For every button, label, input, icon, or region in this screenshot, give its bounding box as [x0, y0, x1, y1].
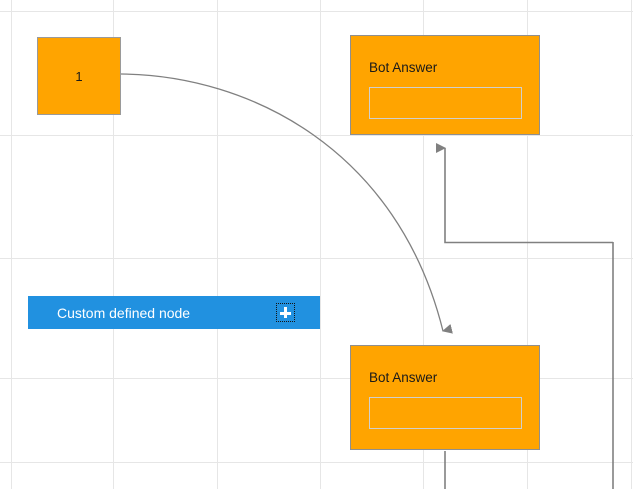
- node-bot-answer-top-slot[interactable]: [369, 87, 522, 119]
- node-bot-answer-top-title: Bot Answer: [369, 60, 438, 75]
- node-start[interactable]: 1: [37, 37, 121, 115]
- node-bot-answer-bottom-slot[interactable]: [369, 397, 522, 429]
- node-start-label: 1: [75, 68, 83, 84]
- node-bot-answer-bottom[interactable]: Bot Answer: [350, 345, 540, 450]
- node-custom-defined[interactable]: Custom defined node: [28, 296, 320, 329]
- plus-icon[interactable]: [276, 303, 295, 322]
- plus-icon-vertical-bar: [284, 307, 287, 318]
- node-bot-answer-bottom-title: Bot Answer: [369, 370, 438, 385]
- node-custom-defined-label: Custom defined node: [57, 304, 191, 321]
- node-bot-answer-top[interactable]: Bot Answer: [350, 35, 540, 135]
